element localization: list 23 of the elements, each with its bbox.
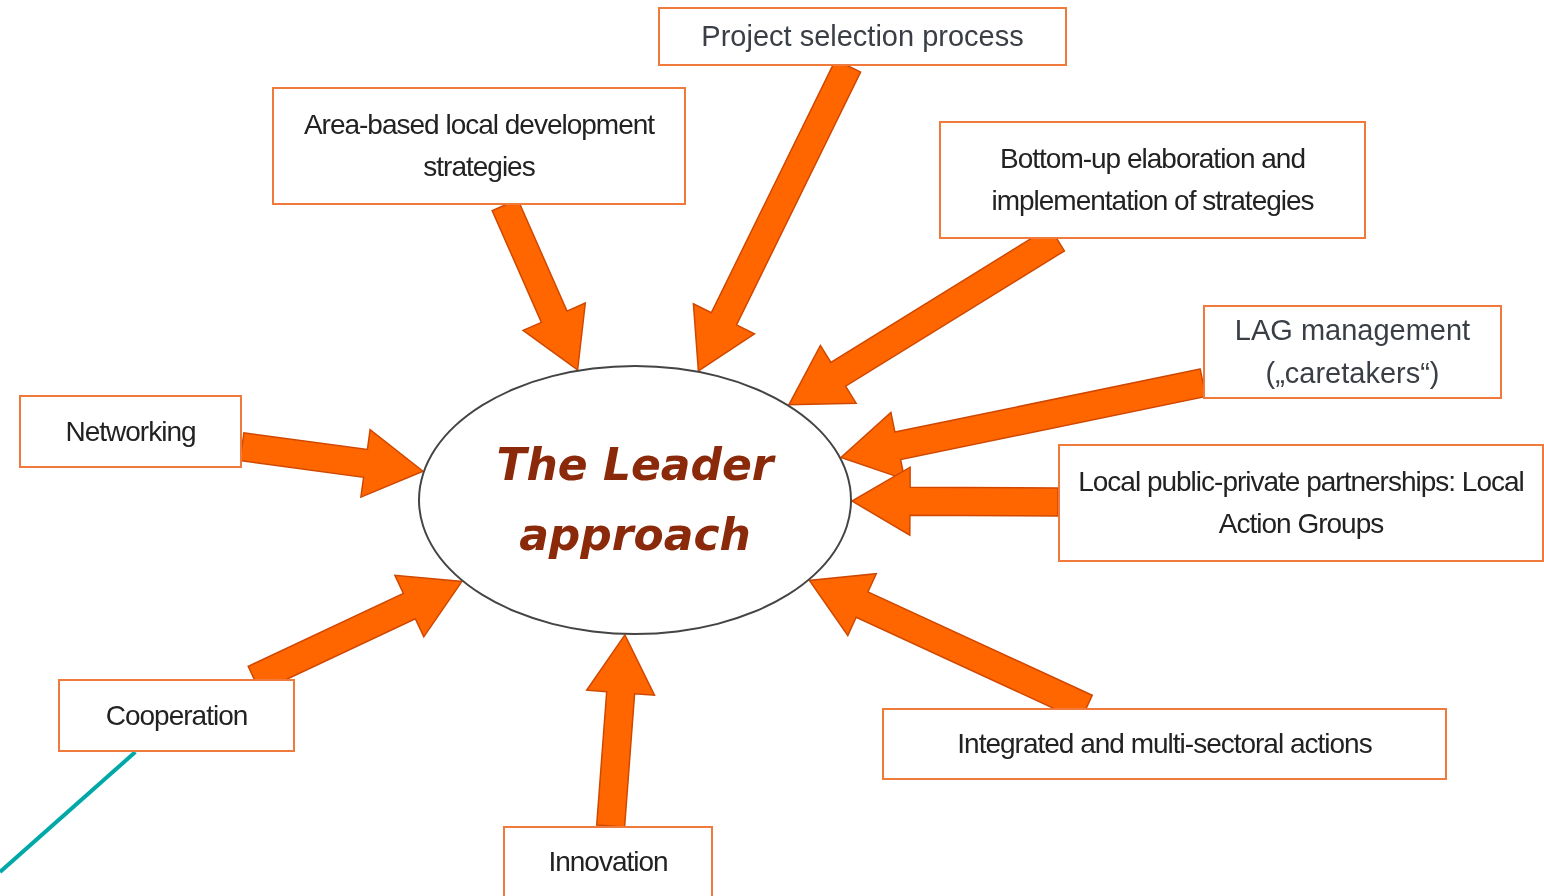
box-label: Cooperation bbox=[105, 698, 248, 733]
ellipse-title: The Leader approach bbox=[495, 437, 777, 562]
box-label: Bottom-up elaboration and implementation of strategies bbox=[990, 142, 1315, 218]
principle-box bbox=[939, 121, 1366, 239]
principle-box bbox=[503, 826, 713, 896]
principle-box bbox=[19, 395, 242, 468]
box-label: Local public-private partnerships: Local Action Groups bbox=[1077, 465, 1525, 541]
box-label: Innovation bbox=[548, 845, 668, 879]
block-arrow bbox=[239, 428, 425, 499]
principle-box bbox=[272, 87, 686, 205]
box-label: Networking bbox=[65, 414, 196, 449]
box-label: Integrated and multi-sectoral actions bbox=[957, 727, 1372, 761]
block-arrow bbox=[850, 465, 1059, 537]
principle-box bbox=[58, 679, 295, 752]
principle-box bbox=[1203, 305, 1502, 399]
principle-box bbox=[882, 708, 1447, 780]
principle-box bbox=[658, 7, 1067, 66]
connector-line bbox=[0, 750, 137, 874]
box-label: LAG management („caretakers“) bbox=[1233, 312, 1472, 391]
box-label: Area-based local development strategies bbox=[302, 108, 656, 184]
box-label: Project selection process bbox=[701, 18, 1024, 54]
block-arrow bbox=[585, 633, 656, 828]
principle-box bbox=[1058, 444, 1544, 562]
